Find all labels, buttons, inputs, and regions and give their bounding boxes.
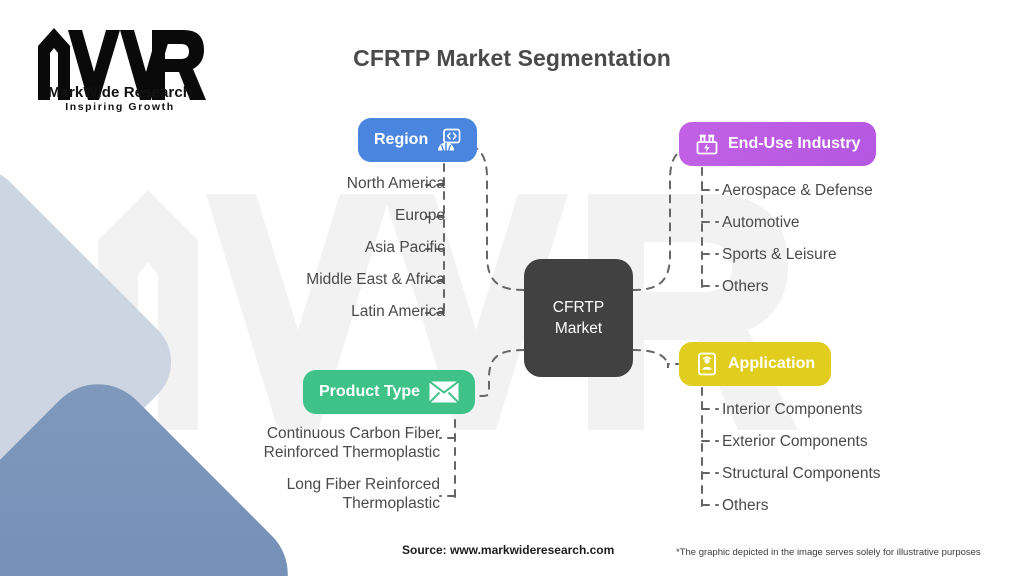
center-node-line-1: CFRTP: [552, 299, 605, 316]
list-item[interactable]: Asia Pacific: [364, 239, 445, 256]
source-text: Source: www.markwideresearch.com: [402, 543, 615, 557]
branch-list-region: North America Europe Asia Pacific Middle…: [200, 174, 445, 334]
branch-list-product-type: Continuous Carbon Fiber Reinforced Therm…: [175, 424, 440, 526]
branch-list-application: Interior Components Exterior Components …: [722, 400, 982, 528]
list-item[interactable]: Middle East & Africa: [306, 271, 445, 288]
list-item[interactable]: Continuous Carbon Fiber Reinforced Therm…: [263, 425, 440, 461]
center-node-cfrtp-market[interactable]: CFRTP Market: [524, 259, 633, 377]
list-item[interactable]: Aerospace & Defense: [722, 182, 873, 199]
wire-center-to-region: [459, 142, 525, 291]
wire-center-to-enduse: [632, 145, 697, 291]
list-item[interactable]: Interior Components: [722, 401, 863, 418]
list-item[interactable]: Structural Components: [722, 465, 881, 482]
branch-pill-region[interactable]: Region: [358, 118, 478, 162]
branch-label-application: Application: [728, 355, 816, 372]
logo-tagline: Inspiring Growth: [65, 101, 175, 113]
document-person-icon: [695, 352, 719, 376]
list-item[interactable]: Others: [722, 278, 769, 295]
center-node-line-2: Market: [554, 320, 603, 337]
branch-pill-end-use-industry[interactable]: End-Use Industry: [679, 122, 877, 166]
factory-icon: [695, 132, 719, 156]
list-item[interactable]: Automotive: [722, 214, 800, 231]
list-item[interactable]: Europe: [395, 207, 445, 224]
envelope-icon: [429, 381, 460, 403]
wire-center-to-application: [632, 349, 679, 369]
branch-label-product-type: Product Type: [319, 383, 421, 400]
branch-pill-application[interactable]: Application: [679, 342, 832, 386]
branch-pill-product-type[interactable]: Product Type: [303, 370, 476, 414]
code-window-icon: [437, 128, 461, 152]
logo-company-name: MarkWide Research: [47, 84, 193, 101]
list-item[interactable]: Long Fiber Reinforced Thermoplastic: [286, 476, 440, 512]
list-item[interactable]: Latin America: [351, 303, 445, 320]
list-item[interactable]: North America: [346, 175, 445, 192]
disclaimer-text: *The graphic depicted in the image serve…: [676, 547, 981, 558]
branch-label-region: Region: [374, 131, 429, 148]
branch-list-end-use-industry: Aerospace & Defense Automotive Sports & …: [722, 181, 972, 309]
list-item[interactable]: Exterior Components: [722, 433, 868, 450]
list-item[interactable]: Sports & Leisure: [722, 246, 837, 263]
markwide-logo-mark: [38, 28, 206, 100]
branch-label-end-use-industry: End-Use Industry: [728, 135, 861, 152]
page-title: CFRTP Market Segmentation: [353, 45, 671, 71]
list-item[interactable]: Others: [722, 497, 769, 514]
wire-center-to-product: [479, 349, 525, 397]
